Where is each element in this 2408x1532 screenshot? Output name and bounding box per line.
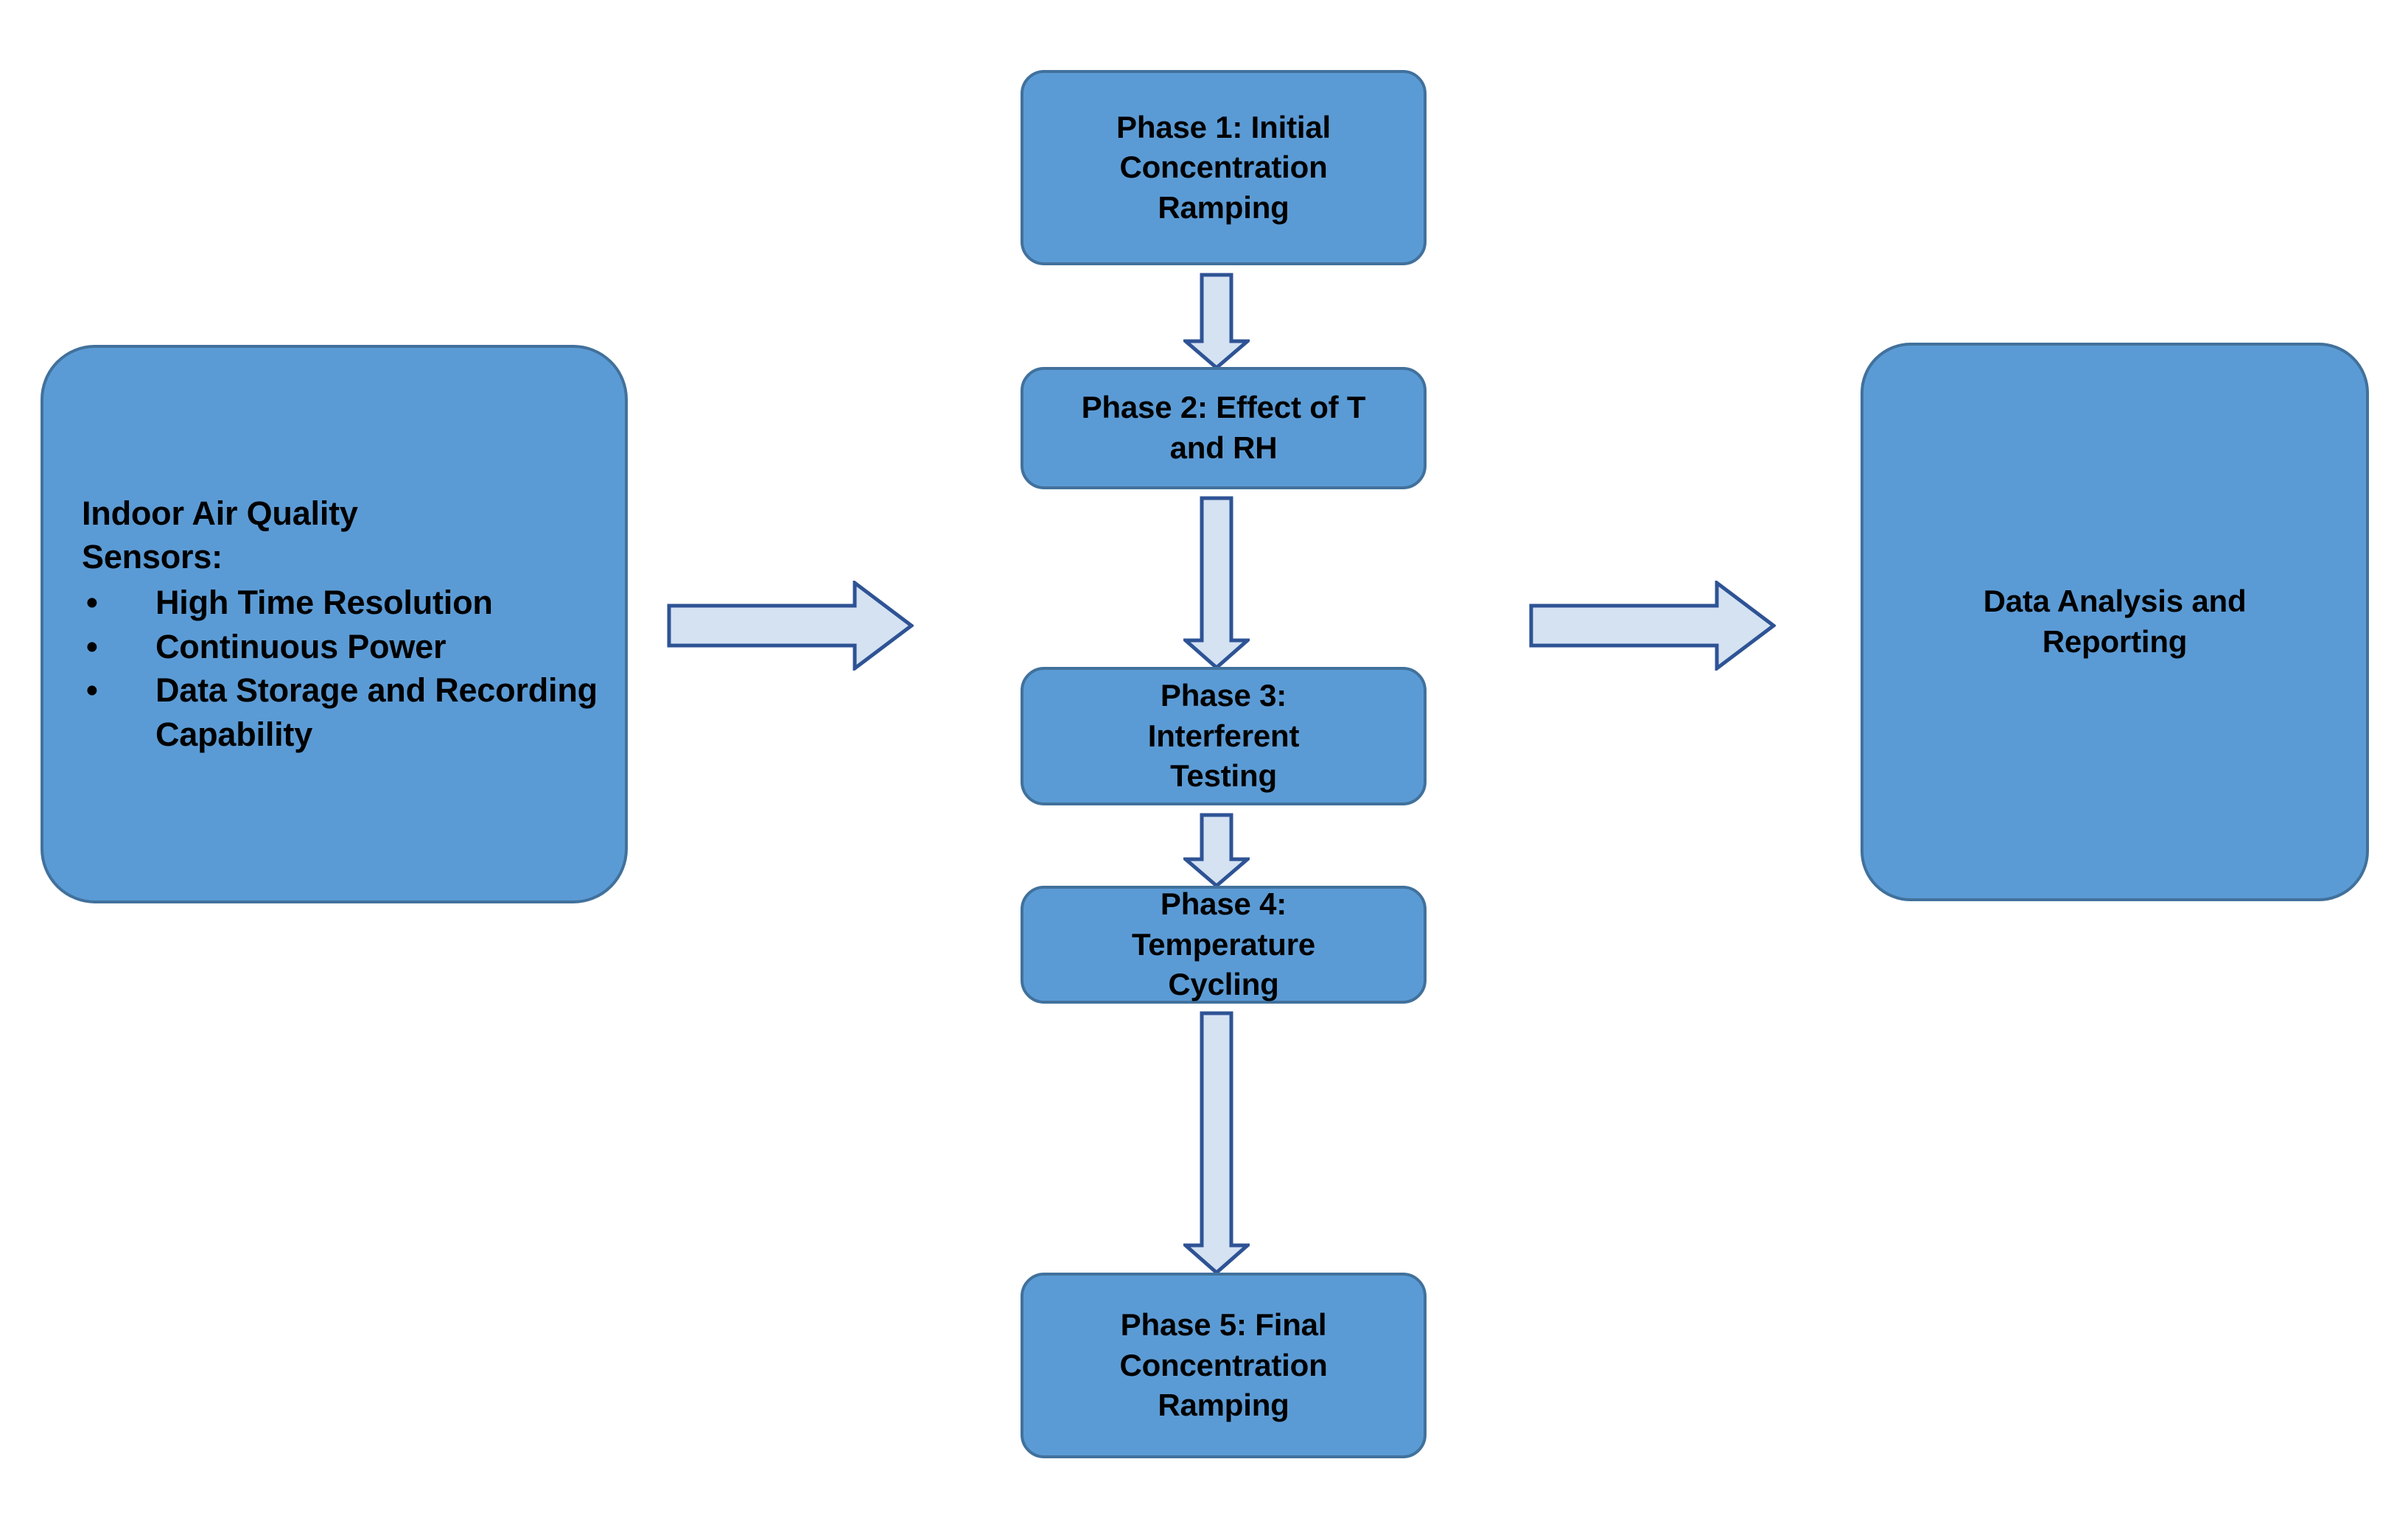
arrow-down-icon <box>1183 273 1250 370</box>
sensors-box-title: Indoor Air Quality Sensors: <box>82 494 358 576</box>
phase-1-box[interactable]: Phase 1: Initial Concentration Ramping <box>1021 70 1427 265</box>
arrow-down-icon <box>1183 813 1250 888</box>
list-item: • Data Storage and Recording Capability <box>82 668 606 757</box>
bullet-icon: • <box>86 583 98 621</box>
list-item-label: Continuous Power <box>155 627 447 665</box>
sensors-bullet-list: • High Time Resolution • Continuous Powe… <box>82 581 606 757</box>
phase-3-box[interactable]: Phase 3: Interferent Testing <box>1021 667 1427 805</box>
list-item: • Continuous Power <box>82 625 606 669</box>
phase-2-box[interactable]: Phase 2: Effect of T and RH <box>1021 367 1427 489</box>
phase-2-label: Phase 2: Effect of T and RH <box>1081 390 1366 465</box>
arrow-down-icon <box>1183 1011 1250 1275</box>
data-analysis-box[interactable]: Data Analysis and Reporting <box>1861 343 2369 901</box>
data-analysis-label: Data Analysis and Reporting <box>1983 584 2247 659</box>
arrow-down-icon <box>1183 496 1250 670</box>
arrow-right-icon <box>667 581 914 671</box>
phase-3-label: Phase 3: Interferent Testing <box>1147 678 1300 794</box>
phase-5-label: Phase 5: Final Concentration Ramping <box>1119 1307 1328 1423</box>
phase-4-label: Phase 4: Temperature Cycling <box>1131 886 1316 1002</box>
phase-4-box[interactable]: Phase 4: Temperature Cycling <box>1021 886 1427 1004</box>
sensors-requirements-box[interactable]: Indoor Air Quality Sensors: • High Time … <box>41 345 628 903</box>
bullet-icon: • <box>86 627 98 665</box>
list-item-label: Data Storage and Recording Capability <box>155 671 598 754</box>
sensors-content: Indoor Air Quality Sensors: • High Time … <box>43 492 625 757</box>
bullet-icon: • <box>86 671 98 710</box>
phase-1-label: Phase 1: Initial Concentration Ramping <box>1116 109 1331 225</box>
phase-5-box[interactable]: Phase 5: Final Concentration Ramping <box>1021 1273 1427 1458</box>
list-item-label: High Time Resolution <box>155 583 493 621</box>
arrow-right-icon <box>1529 581 1776 671</box>
list-item: • High Time Resolution <box>82 581 606 625</box>
